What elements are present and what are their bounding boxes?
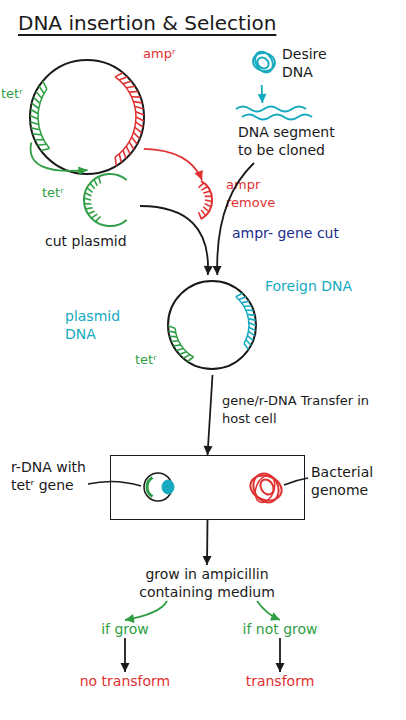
connector-arrow: [125, 601, 167, 623]
node-label: cut plasmid: [45, 232, 145, 250]
recombinant-plasmid-outline: [165, 275, 260, 375]
r-dna-plasmid: r-DNA with tetʳ gene: [141, 470, 176, 505]
node-label: Desire DNA: [282, 45, 344, 81]
desired-dna: Desire DNA: [250, 45, 340, 85]
recombinant-plasmid: plasmid DNAtetʳForeign DNA: [165, 275, 260, 375]
connector-arrow: [204, 375, 213, 455]
node-label: no transform: [75, 672, 175, 690]
node-label: tetʳ: [42, 184, 72, 202]
connector-arrow: [203, 520, 212, 565]
node-label: ampʳ: [143, 45, 183, 63]
connector-line: [279, 638, 281, 672]
ampr-fragment-outline: [190, 180, 230, 220]
arrow-head: [204, 266, 213, 275]
node-label: r-DNA with tetʳ gene: [11, 458, 91, 494]
arrow-head: [270, 612, 280, 620]
arrow-head: [276, 663, 285, 672]
arrow-head: [258, 94, 267, 103]
result-text: no transform: [75, 672, 175, 690]
node-label: if grow: [90, 620, 160, 638]
arrow-head: [121, 663, 130, 672]
edge-label: ampr- gene cut: [232, 224, 382, 242]
cut-plasmid: tetʳcut plasmid: [70, 170, 140, 230]
condition-text: if grow: [90, 620, 160, 638]
r-dna-plasmid-outline: [141, 470, 176, 505]
connector-line: [125, 601, 167, 620]
node-label: if not grow: [235, 620, 325, 638]
connector-line: [261, 85, 263, 103]
connector-line: [124, 638, 126, 672]
arrow-head: [78, 166, 87, 175]
node-label: Foreign DNA: [265, 277, 375, 295]
node-label: plasmid DNA: [65, 307, 143, 343]
connector-arrow: [257, 601, 280, 621]
bacterial-genome-outline: [246, 468, 286, 508]
connector-line: [206, 520, 208, 565]
arrow-head: [213, 266, 222, 275]
arrow-head: [203, 556, 212, 565]
bacterial-genome: Bacterial genome: [246, 468, 286, 508]
node-label: ampr remove: [226, 176, 290, 212]
diagram-title: DNA insertion & Selection: [18, 10, 276, 36]
connector-line: [257, 601, 280, 620]
connector-arrow: [213, 163, 255, 275]
edge-label: gene/r-DNA Transfer in host cell: [222, 392, 372, 428]
node-label: DNA segment to be cloned: [238, 123, 342, 159]
node-label: tetʳ: [135, 351, 165, 369]
host-cell-box: r-DNA with tetʳ gene Bacterial genome: [110, 455, 305, 520]
connector-line: [217, 163, 254, 275]
node-label: grow in ampicillin containing medium: [107, 565, 307, 601]
connector-arrow: [140, 206, 213, 275]
arrow-head: [125, 614, 135, 623]
arrow-head: [204, 446, 213, 455]
plasmid-circle-outline: [25, 55, 150, 180]
connector-line: [144, 149, 202, 180]
connector-arrow: [121, 638, 130, 672]
result-text: transform: [235, 672, 325, 690]
leader-line: [88, 481, 141, 486]
connector-line: [140, 206, 208, 275]
node-label: Bacterial genome: [311, 463, 401, 499]
connector-line: [208, 375, 213, 455]
connector-arrow: [144, 149, 203, 180]
process-text: grow in ampicillin containing medium: [107, 565, 307, 601]
plasmid-circle: tetʳampʳ: [25, 55, 150, 180]
node-label: transform: [235, 672, 325, 690]
dna-segment: DNA segment to be cloned: [230, 103, 350, 163]
condition-text: if not grow: [235, 620, 325, 638]
ampr-fragment: ampr remove: [190, 180, 230, 220]
connector-arrow: [31, 143, 88, 176]
connector-line: [31, 143, 88, 171]
connector-arrow: [258, 85, 267, 103]
arrow-head: [195, 170, 203, 180]
cut-plasmid-outline: [70, 170, 140, 230]
node-label: tetʳ: [1, 85, 31, 103]
connector-arrow: [276, 638, 285, 672]
